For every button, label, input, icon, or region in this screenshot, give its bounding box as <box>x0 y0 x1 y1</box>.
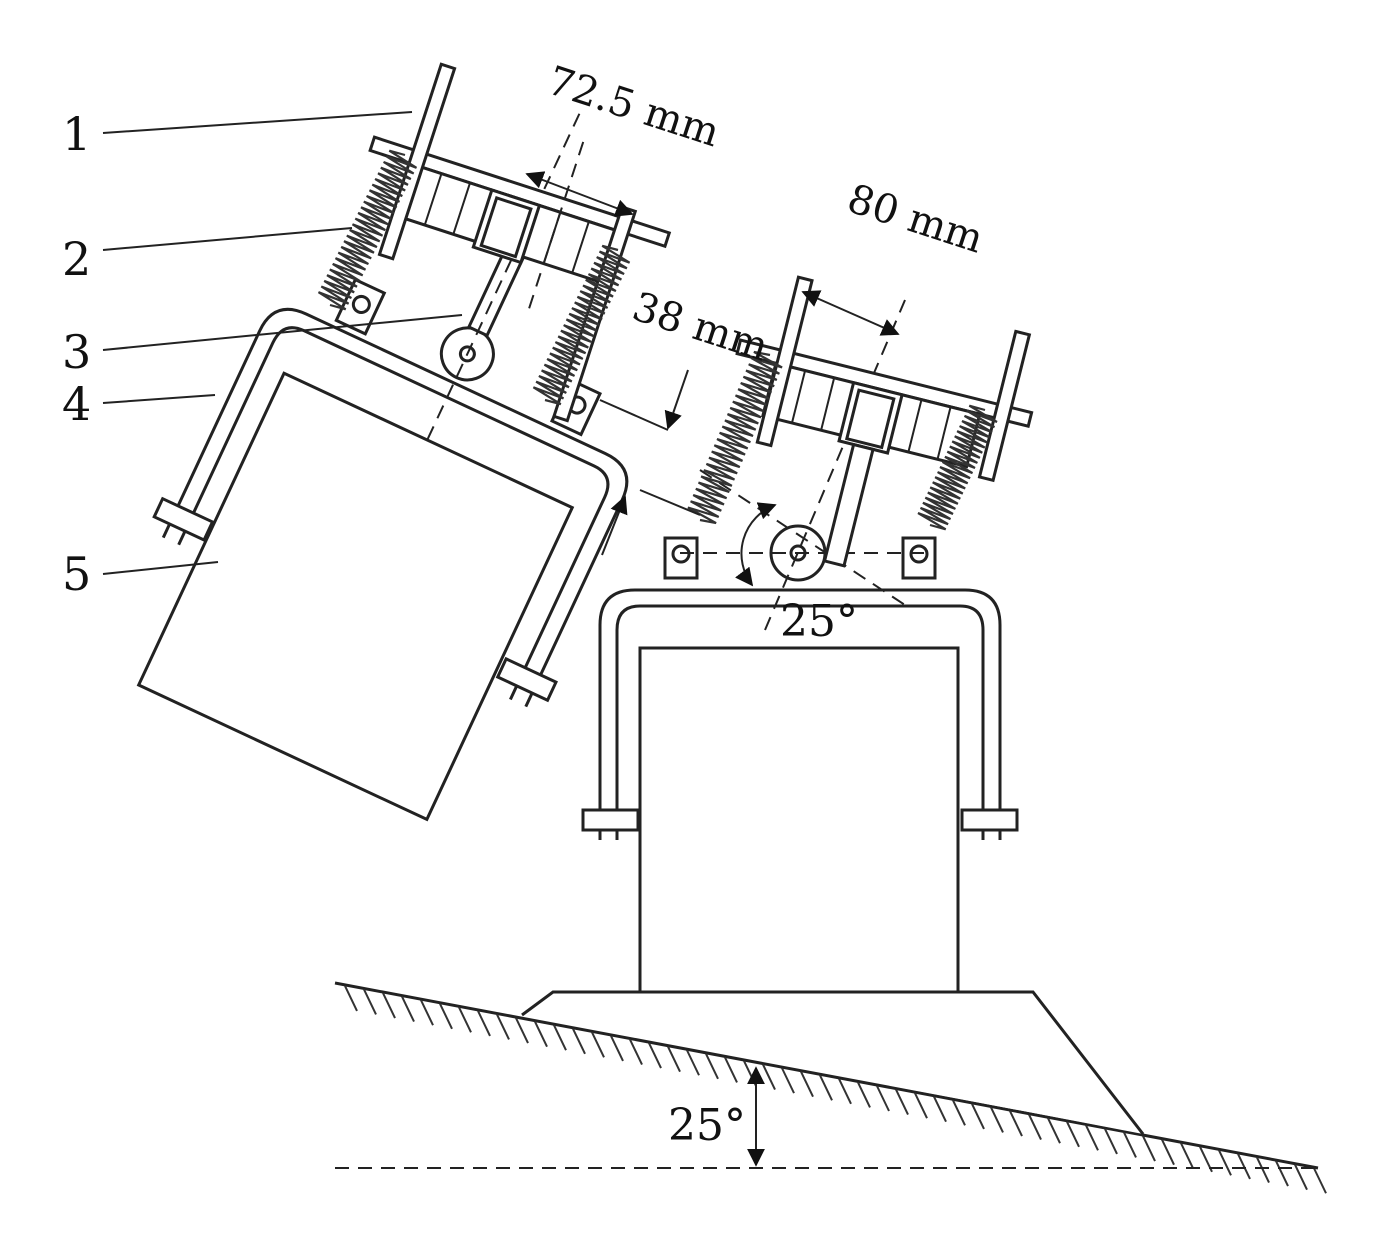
hatch-line <box>534 1021 548 1048</box>
hatch-line <box>420 999 434 1026</box>
hatch-line <box>686 1049 700 1076</box>
hatch-line <box>363 989 377 1015</box>
hatch-line <box>1313 1167 1327 1194</box>
dim-label-72-5: 72.5 mm <box>542 58 725 157</box>
hatch-line <box>857 1081 871 1108</box>
part-label-5: 5 <box>62 547 91 601</box>
hatch-line <box>724 1056 738 1083</box>
left-assembly <box>136 113 629 822</box>
hatch-line <box>382 992 396 1019</box>
left-spring-right <box>532 244 631 406</box>
hatch-line <box>553 1024 567 1051</box>
left-spring-left <box>317 149 418 311</box>
hatch-line <box>401 996 415 1023</box>
dim-arrow-80 <box>801 290 900 336</box>
hatch-line <box>477 1010 491 1037</box>
dim-arrow-72-5 <box>525 171 634 217</box>
hatch-line <box>1028 1114 1042 1141</box>
hatch-line <box>933 1096 947 1123</box>
dim-label-80: 80 mm <box>842 176 989 263</box>
hatch-line <box>1294 1164 1308 1191</box>
hatch-line <box>1256 1157 1270 1183</box>
right-axle-left <box>581 808 640 832</box>
hatch-line <box>496 1014 510 1040</box>
hatch-line <box>344 985 358 1012</box>
part-label-2: 2 <box>62 232 91 286</box>
slope-angle-label: 25° <box>668 1100 746 1151</box>
hatch-line <box>591 1031 605 1058</box>
hatch-line <box>458 1006 472 1033</box>
hatch-line <box>1066 1121 1080 1148</box>
hatch-line <box>1180 1142 1194 1169</box>
right-spring-right <box>917 404 998 531</box>
right-body <box>638 646 960 994</box>
right-axle-right <box>960 808 1019 832</box>
hatch-line <box>1009 1110 1023 1137</box>
dim-label-38: 38 mm <box>627 284 774 371</box>
hatch-line <box>1142 1135 1156 1162</box>
hatch-line <box>1085 1124 1099 1151</box>
tilt-angle-label: 25° <box>780 596 858 647</box>
right-plate-assembly <box>735 275 1034 568</box>
hatch-line <box>648 1042 662 1069</box>
hatch-line <box>914 1092 928 1119</box>
hatch-line <box>1237 1153 1251 1180</box>
hatch-line <box>629 1039 643 1065</box>
hatch-line <box>743 1060 757 1087</box>
hatch-line <box>515 1017 529 1044</box>
hatch-line <box>1218 1149 1232 1176</box>
right-spring-left <box>687 350 783 525</box>
hatch-line <box>705 1053 719 1080</box>
hatch-line <box>1123 1132 1137 1158</box>
hatch-line <box>572 1028 586 1055</box>
hatch-line <box>800 1071 814 1098</box>
hatch-line <box>819 1074 833 1101</box>
left-body <box>136 371 575 822</box>
part-label-4: 4 <box>62 377 91 431</box>
part-label-1: 1 <box>62 107 91 161</box>
base-mount <box>521 990 1145 1135</box>
spring-coil <box>317 149 418 311</box>
hatch-line <box>610 1035 624 1062</box>
hatch-line <box>1047 1117 1061 1144</box>
spring-coil <box>917 404 998 531</box>
hatch-line <box>990 1107 1004 1133</box>
tilt-angle-arc <box>735 502 777 587</box>
part-label-3: 3 <box>62 325 91 379</box>
right-assembly <box>521 299 1145 1135</box>
hatch-line <box>667 1046 681 1073</box>
spring-coil <box>532 244 631 406</box>
spring-coil <box>687 350 783 525</box>
hatch-line <box>1161 1139 1175 1166</box>
hatch-line <box>895 1089 909 1116</box>
hatch-line <box>439 1003 453 1030</box>
hatch-line <box>1104 1128 1118 1155</box>
hatch-line <box>1275 1160 1289 1187</box>
hatch-line <box>838 1078 852 1105</box>
hatch-line <box>952 1099 966 1126</box>
hatch-line <box>762 1064 776 1090</box>
hatch-line <box>781 1067 795 1094</box>
hatch-line <box>876 1085 890 1112</box>
hatch-line <box>971 1103 985 1130</box>
